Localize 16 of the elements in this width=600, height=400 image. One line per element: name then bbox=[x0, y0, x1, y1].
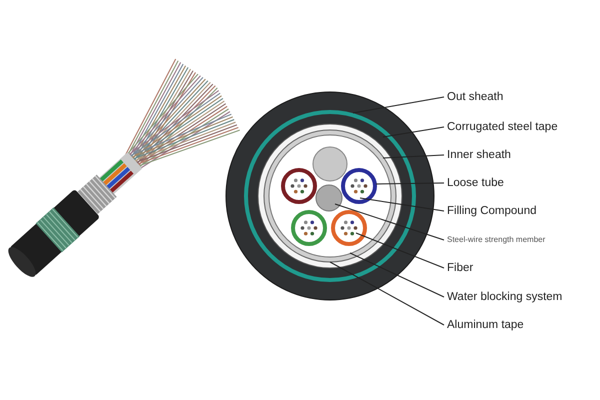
leader-line bbox=[330, 262, 444, 326]
part-label: Loose tube bbox=[447, 176, 504, 190]
leader-line bbox=[356, 232, 444, 268]
part-label: Filling Compound bbox=[447, 204, 536, 218]
leader-line bbox=[352, 96, 444, 114]
part-label: Aluminum tape bbox=[447, 318, 524, 332]
part-label: Steel-wire strength member bbox=[447, 235, 546, 245]
leader-line bbox=[382, 126, 444, 138]
part-label: Out sheath bbox=[447, 90, 504, 104]
part-label: Fiber bbox=[447, 261, 474, 275]
leader-line bbox=[350, 252, 444, 298]
part-label: Corrugated steel tape bbox=[447, 120, 558, 134]
leader-line bbox=[382, 154, 444, 158]
leader-line bbox=[334, 204, 444, 240]
part-label: Water blocking system bbox=[447, 290, 562, 304]
part-label: Inner sheath bbox=[447, 148, 511, 162]
